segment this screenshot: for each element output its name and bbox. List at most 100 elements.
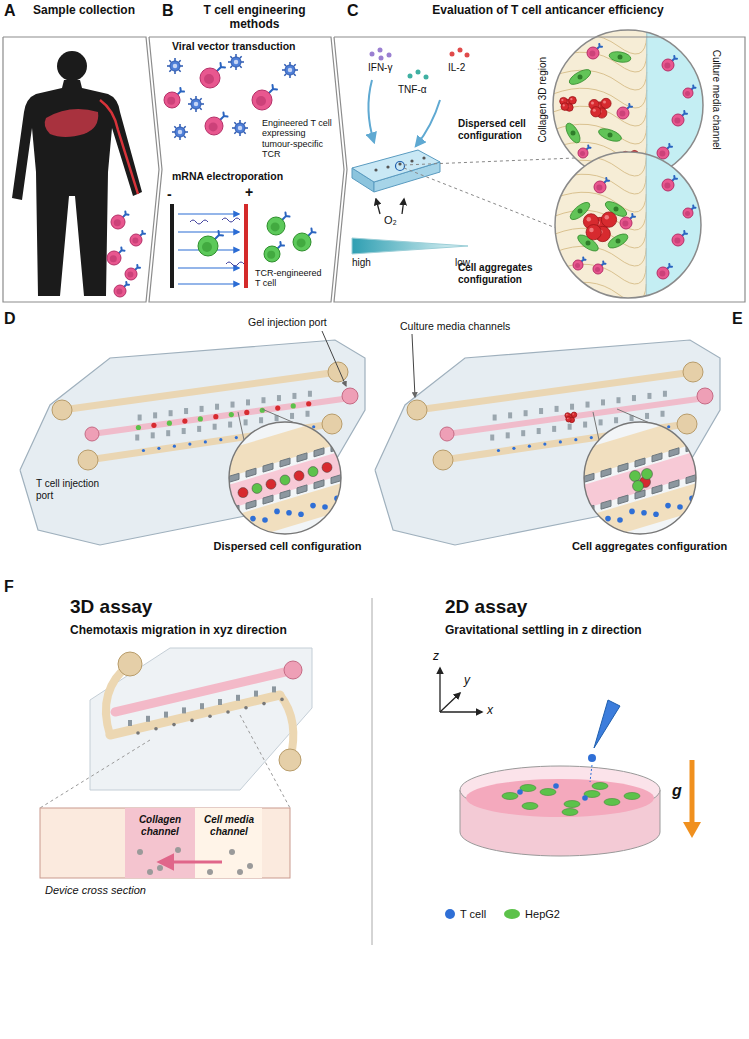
pillar — [259, 417, 263, 423]
figure-label: TNF-α — [398, 84, 427, 96]
device-slab — [90, 648, 312, 790]
cell-nucleus — [127, 272, 133, 278]
gel-port — [440, 427, 454, 441]
tumour-cell — [591, 107, 601, 117]
collagen-fiber — [555, 192, 646, 212]
figure-label: Collagen channel — [127, 814, 193, 837]
figure-label: - — [167, 186, 172, 202]
pillar — [661, 411, 665, 417]
pillar — [182, 707, 186, 713]
t-cell — [205, 113, 228, 136]
virus-capsid — [175, 127, 185, 137]
t-cell — [198, 231, 223, 256]
cell-sphere — [151, 423, 156, 428]
cell-body — [252, 90, 272, 110]
tcr-receptor — [682, 231, 687, 236]
hepatocyte-nucleus — [578, 75, 583, 80]
figure-label: y — [464, 674, 470, 688]
cytokine-ifn — [378, 48, 383, 53]
cytokine-tnf — [424, 75, 429, 80]
hepg2-cell — [562, 809, 578, 816]
pillar — [663, 391, 667, 397]
pillar — [601, 500, 611, 509]
t-cell — [573, 258, 586, 271]
cell-body — [683, 88, 693, 98]
cell-body — [617, 107, 629, 119]
zoom-marker — [396, 162, 405, 171]
pillar — [635, 458, 645, 467]
pillar — [618, 495, 628, 504]
figure-label: IFN-γ — [368, 62, 392, 74]
cell-sphere — [306, 401, 311, 406]
hepatocyte-nucleus — [616, 239, 621, 244]
collagen-fiber — [555, 174, 646, 194]
pillar — [292, 393, 296, 399]
t-cell — [594, 178, 609, 193]
pillar — [277, 395, 281, 401]
t-cell-dot — [322, 504, 328, 510]
pillar — [244, 419, 248, 425]
zoom-line — [238, 412, 244, 440]
tumour-cell — [601, 98, 611, 108]
pillar — [261, 397, 265, 403]
figure-label: g — [672, 782, 682, 800]
chip-post — [398, 162, 401, 165]
pillar — [599, 419, 603, 425]
tumour-highlight — [561, 99, 563, 101]
virus-capsid — [231, 57, 241, 67]
panel-letter: C — [347, 2, 359, 20]
tcr-receptor — [123, 212, 129, 218]
t-cell-dot — [157, 447, 160, 450]
t-cell — [578, 146, 591, 159]
collagen-fiber — [555, 156, 646, 176]
t-cell-dot — [310, 503, 316, 509]
zoom-line — [40, 740, 150, 808]
figure-label: high — [352, 257, 371, 269]
figure-label: TCR-engineered T cell — [255, 268, 329, 289]
tcr-receptor — [692, 86, 696, 90]
pillar — [218, 699, 222, 705]
pillar — [297, 453, 307, 462]
t-cell-dot — [588, 754, 596, 762]
pillar — [552, 426, 556, 432]
collagen-channel — [115, 672, 285, 712]
hepatocyte-cell — [568, 199, 593, 222]
chip-plate — [375, 340, 720, 545]
pillar — [508, 412, 512, 418]
hepatocyte-nucleus — [586, 241, 591, 246]
cell-body — [683, 208, 693, 218]
figure-label: F — [4, 578, 14, 596]
media-port — [52, 400, 72, 420]
virus-capsid — [285, 65, 295, 75]
cell-nucleus — [297, 238, 306, 247]
cell-body — [657, 147, 669, 159]
pillar — [290, 413, 294, 419]
cell-sphere — [182, 418, 187, 423]
cell-nucleus — [116, 289, 122, 295]
gel-port — [697, 388, 713, 404]
cell-sphere — [198, 416, 203, 421]
t-cell — [683, 206, 696, 219]
media-band — [229, 415, 341, 477]
pillar — [669, 448, 679, 457]
hepatocyte-nucleus — [578, 209, 583, 214]
cell-body — [620, 217, 632, 229]
cell-sphere — [167, 421, 172, 426]
t-cell — [657, 264, 672, 279]
collagen-region — [555, 152, 646, 298]
culture-medium — [466, 779, 654, 817]
pillar — [280, 458, 290, 467]
figure-label: IL-2 — [448, 62, 465, 74]
axis-x — [440, 711, 482, 712]
pillar — [647, 393, 651, 399]
pillar — [272, 686, 276, 692]
media-band — [229, 483, 341, 545]
t-cell — [252, 85, 277, 110]
t-cell-dot — [312, 425, 315, 428]
t-cell-dot — [677, 504, 683, 510]
chevron-border — [3, 37, 159, 302]
cell-body — [111, 215, 125, 229]
pillar — [570, 404, 574, 410]
cell-dot — [190, 719, 194, 723]
